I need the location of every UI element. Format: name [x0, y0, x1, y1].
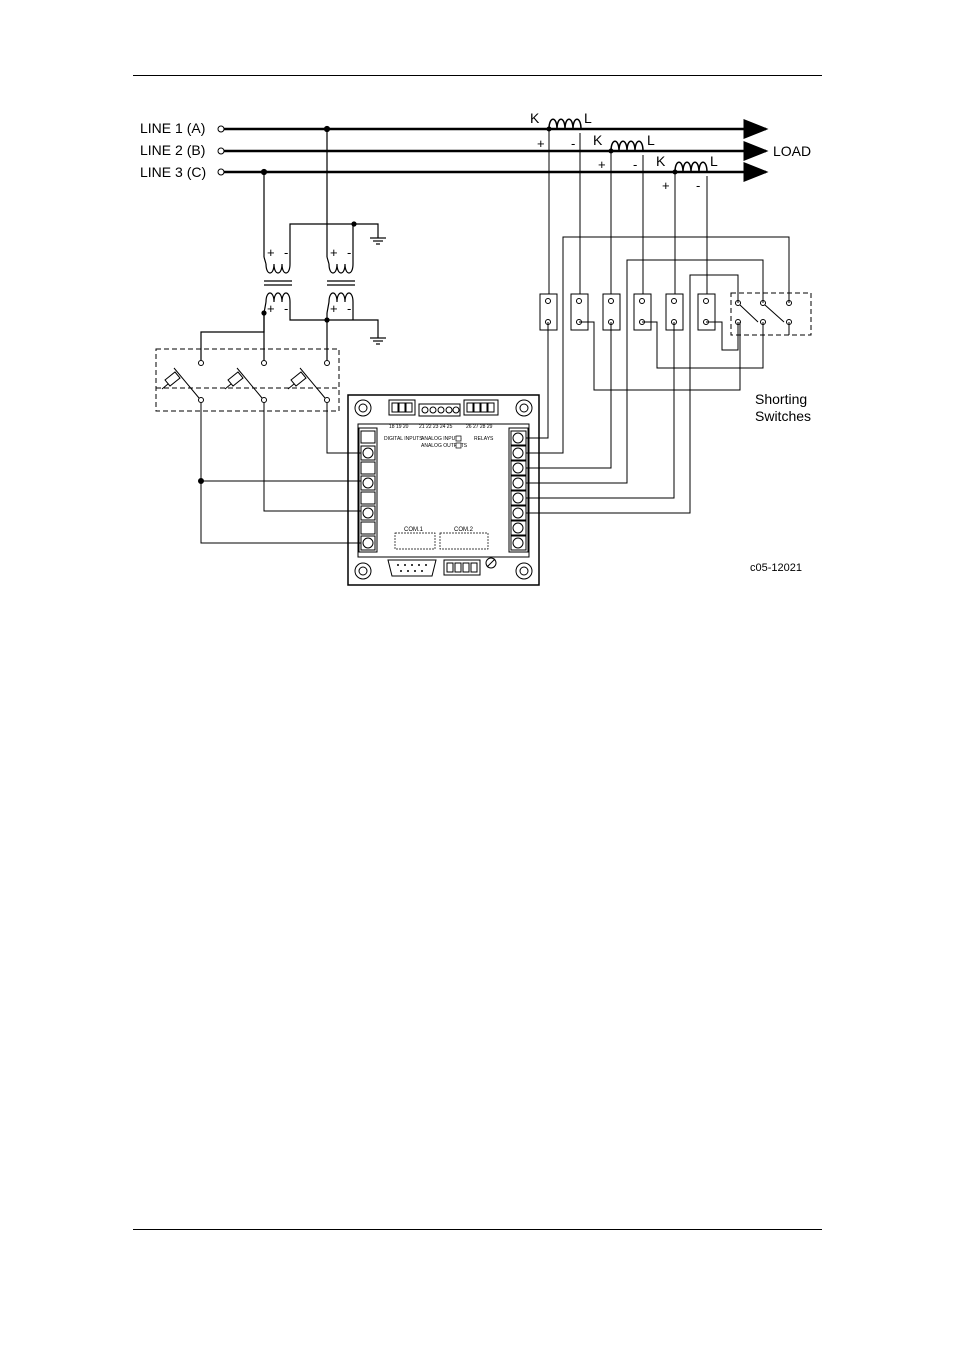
- ct2-l-label: L: [647, 132, 655, 148]
- ct1-l-label: L: [584, 110, 592, 126]
- shorting-label-1: Shorting: [755, 391, 807, 407]
- pt1-minus: -: [284, 245, 288, 260]
- pt2-sec-minus: -: [347, 301, 351, 316]
- ct3-k-label: K: [656, 153, 666, 169]
- current-input-wiring: [526, 301, 690, 513]
- shorting-switches: [736, 301, 792, 325]
- line-3-terminal: [218, 169, 224, 175]
- device-digital-inputs: DIGITAL INPUTS: [384, 436, 423, 442]
- current-transformer-3: [675, 162, 707, 172]
- meter-device: 18 19 20 21 22 23 24 25 26 27 28 29 DIGI…: [348, 395, 539, 585]
- device-relays: RELAYS: [474, 436, 494, 442]
- line-3-label: LINE 3 (C): [140, 164, 206, 180]
- ct2-k-label: K: [593, 132, 603, 148]
- pt1-plus: +: [267, 245, 275, 260]
- shorting-switch-box: [731, 293, 811, 335]
- pt1-sec-plus: +: [267, 301, 275, 316]
- current-transformer-2: [611, 141, 643, 151]
- load-label: LOAD: [773, 143, 811, 159]
- ct3-plus: +: [662, 178, 670, 193]
- pt1-sec-minus: -: [284, 301, 288, 316]
- ct2-minus: -: [633, 157, 637, 172]
- device-top-numbers-mid: 21 22 23 24 25: [419, 424, 453, 430]
- device-top-numbers-left: 18 19 20: [389, 424, 409, 430]
- ct3-minus: -: [696, 178, 700, 193]
- shorting-label-2: Switches: [755, 408, 811, 424]
- line-2-label: LINE 2 (B): [140, 142, 205, 158]
- ct3-l-label: L: [710, 153, 718, 169]
- pt2-sec-plus: +: [330, 301, 338, 316]
- potential-transformers: [201, 127, 386, 361]
- voltage-disconnect-switches: [156, 361, 339, 403]
- ct2-plus: +: [598, 157, 606, 172]
- figure-id: c05-12021: [750, 562, 802, 574]
- line-1-terminal: [218, 126, 224, 132]
- pt2-minus: -: [347, 245, 351, 260]
- voltage-input-wiring: [199, 403, 362, 543]
- line-2-terminal: [218, 148, 224, 154]
- ct1-k-label: K: [530, 110, 540, 126]
- device-top-numbers-right: 26 27 28 29: [466, 424, 493, 430]
- device-com1: COM.1: [404, 527, 424, 533]
- current-transformer-1: [549, 119, 581, 129]
- pt2-plus: +: [330, 245, 338, 260]
- ct1-plus: +: [537, 136, 545, 151]
- device-com2: COM.2: [454, 527, 474, 533]
- ct1-minus: -: [571, 136, 575, 151]
- line-1-label: LINE 1 (A): [140, 120, 205, 136]
